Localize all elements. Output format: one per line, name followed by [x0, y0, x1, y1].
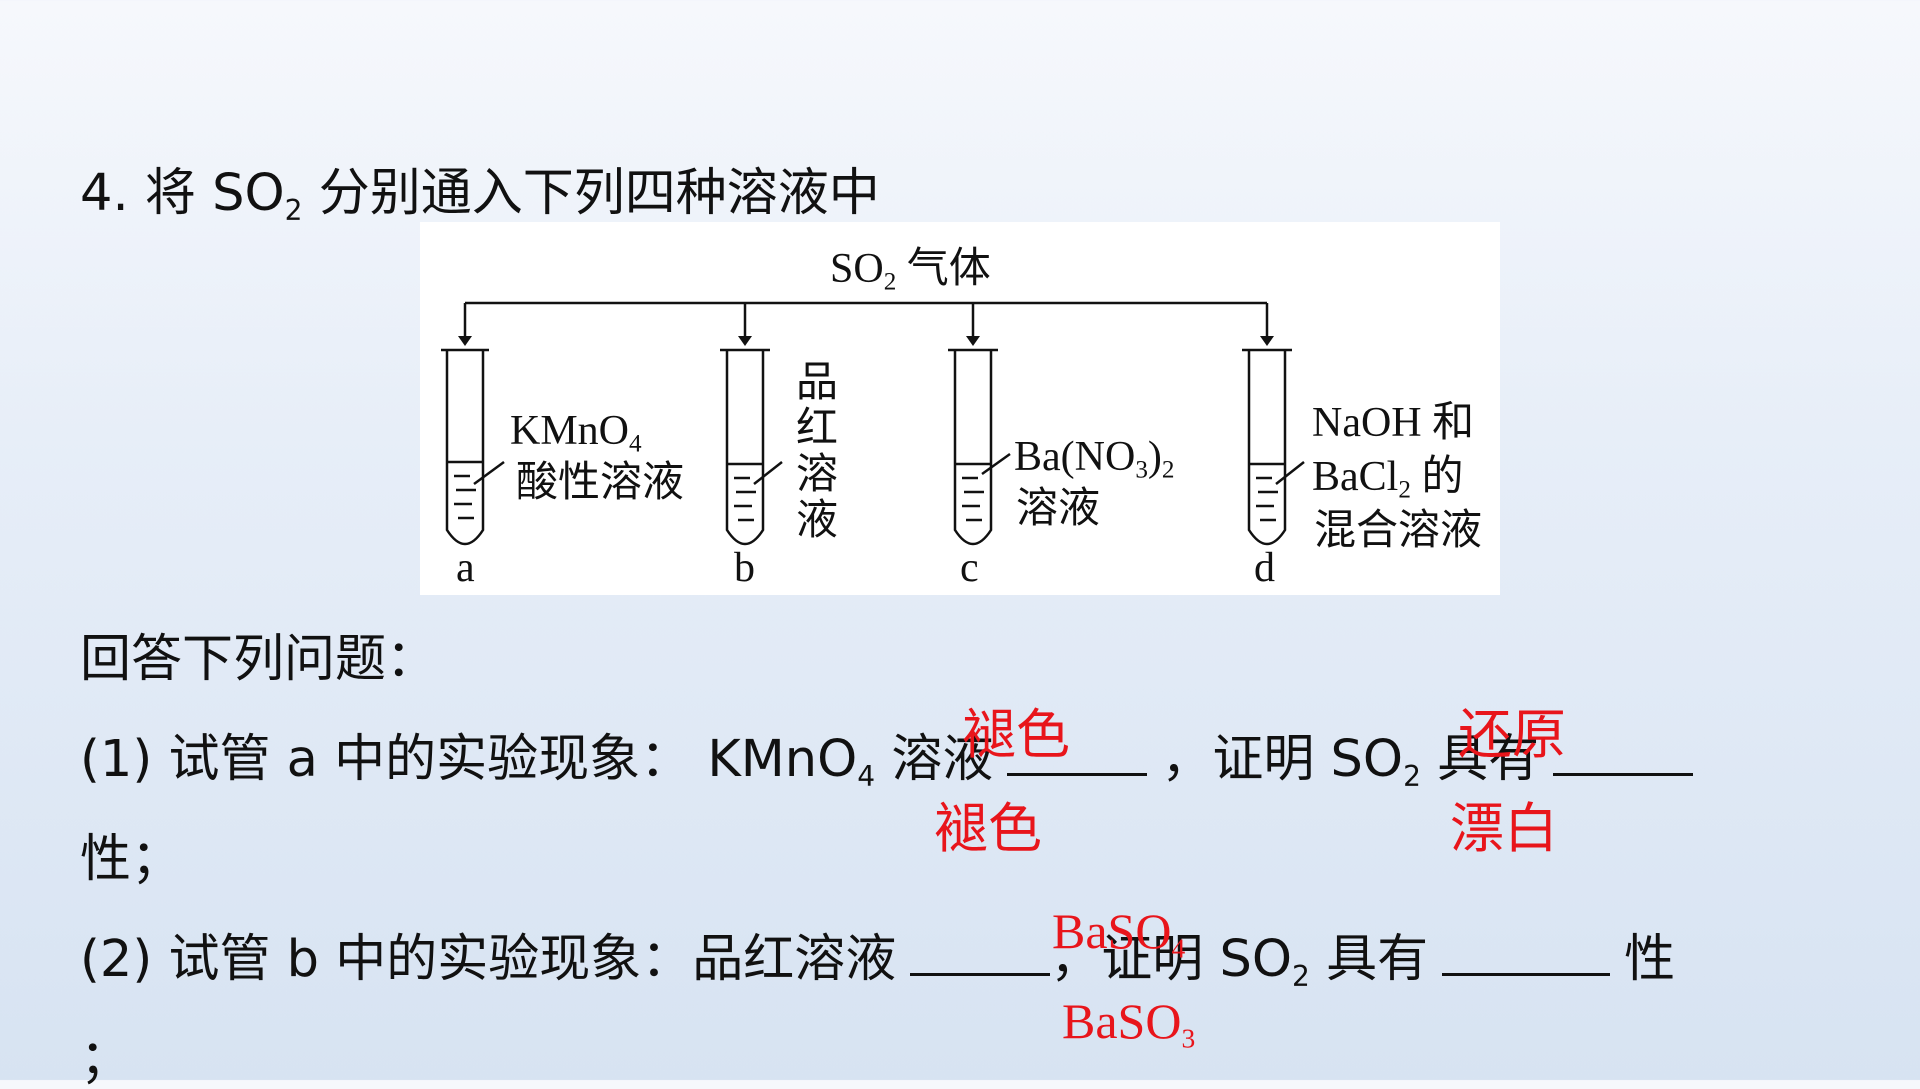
- question-title: 4. 将 SO2 分别通入下列四种溶液中: [80, 164, 880, 227]
- tube-b-label-char1: 品: [796, 360, 839, 406]
- tube-b-label-char2: 红: [796, 406, 839, 452]
- tube-b-letter: b: [734, 545, 755, 591]
- test-tube-diagram: SO2 气体 KMnO4 酸性溶液 a 品 红 溶 液 b Ba(NO3)2 溶…: [420, 222, 1500, 595]
- arrow-c-icon: [966, 336, 980, 346]
- q2-blank-1[interactable]: [910, 969, 1051, 976]
- tube-c-label-line2: 溶液: [1016, 486, 1101, 532]
- q1-tail: 性；: [80, 830, 183, 889]
- q1-answer-top-1: 褪色: [962, 703, 1070, 766]
- tube-c-letter: c: [960, 545, 979, 591]
- test-tube-c-icon: [948, 348, 1011, 546]
- gas-label: SO2 气体: [830, 246, 991, 296]
- q2-end: ；: [80, 1030, 132, 1089]
- tube-b-label-char3: 溶: [796, 452, 839, 498]
- q2-line: (2) 试管 b 中的实验现象：品红溶液，证明 SO2 具有性: [80, 930, 1676, 993]
- q2-blank-2[interactable]: [1442, 969, 1611, 976]
- q1-blank-1[interactable]: [1007, 769, 1148, 776]
- tube-a-label-line2: 酸性溶液: [516, 460, 685, 506]
- arrow-a-icon: [458, 336, 472, 346]
- answer-prompt: 回答下列问题：: [80, 630, 438, 689]
- test-tube-a-icon: [441, 348, 505, 546]
- test-tube-b-icon: [720, 348, 783, 546]
- q1-answer-bottom-2: 漂白: [1450, 797, 1558, 860]
- arrow-b-icon: [738, 336, 752, 346]
- tube-d-label-line2: BaCl2 的: [1312, 454, 1464, 504]
- test-tube-d-icon: [1242, 348, 1305, 546]
- tube-b-label-char4: 液: [796, 498, 839, 544]
- tube-d-label-line3: 混合溶液: [1314, 508, 1483, 554]
- diagram-lines: [441, 301, 1305, 546]
- tube-c-label-line1: Ba(NO3)2: [1014, 434, 1175, 484]
- q1-blank-2[interactable]: [1553, 769, 1694, 776]
- q2-answer-top: BaSO4: [1052, 903, 1186, 964]
- tube-a-label-line1: KMnO4: [510, 408, 642, 458]
- tube-d-label-line1: NaOH 和: [1312, 400, 1475, 446]
- q2-answer-bottom: BaSO3: [1062, 993, 1196, 1054]
- arrow-d-icon: [1260, 336, 1274, 346]
- tube-d-letter: d: [1254, 545, 1275, 591]
- q1-line: (1) 试管 a 中的实验现象： KMnO4 溶液，证明 SO2 具有: [80, 734, 1694, 791]
- q1-answer-top-2: 还原: [1458, 703, 1566, 766]
- tube-a-letter: a: [456, 545, 475, 591]
- question-number: 4.: [80, 164, 129, 223]
- q1-answer-bottom-1: 褪色: [934, 797, 1042, 860]
